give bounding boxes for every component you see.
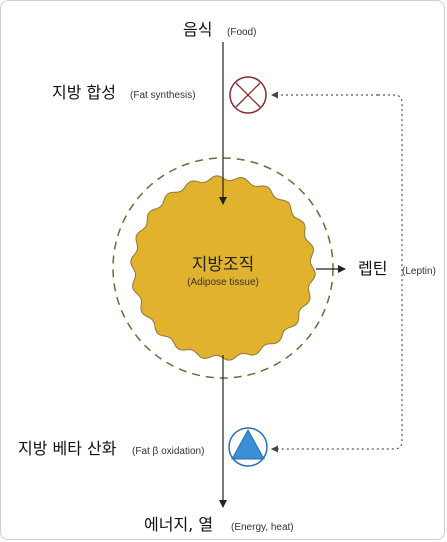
adipose-label: 지방조직: [192, 255, 255, 275]
fat-synthesis-sub-label: (Fat synthesis): [130, 90, 196, 101]
fat-oxidation-label: 지방 베타 산화: [18, 439, 117, 458]
energy-sub-label: (Energy, heat): [231, 522, 294, 533]
triangle-circle-icon: [228, 427, 268, 467]
adipose-sub-label: (Adipose tissue): [187, 277, 259, 288]
food-sub-label: (Food): [227, 27, 256, 38]
leptin-sub-label: (Leptin): [402, 266, 436, 277]
adipose-tissue-blob: [130, 175, 316, 361]
leptin-label: 렙틴: [358, 259, 387, 278]
fat-oxidation-sub-label: (Fat β oxidation): [132, 446, 204, 457]
leptin-feedback-dotted-path: [271, 94, 403, 453]
x-circle-icon: [229, 76, 267, 114]
food-label: 음식: [183, 20, 212, 39]
fat-synthesis-label: 지방 합성: [52, 83, 116, 102]
energy-label: 에너지, 열: [144, 515, 213, 534]
